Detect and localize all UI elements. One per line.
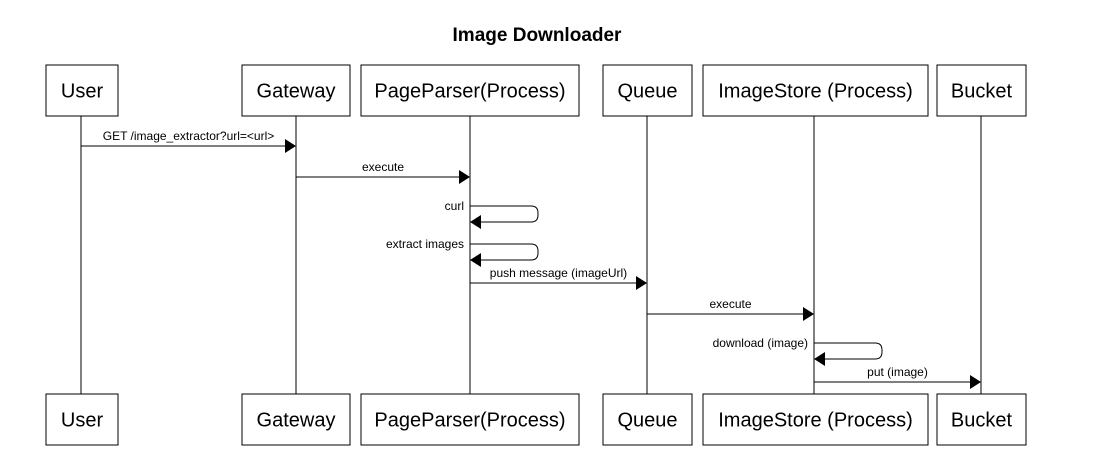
arrowhead — [970, 375, 981, 389]
participants: UserUserGatewayGatewayPageParser(Process… — [45, 64, 1027, 446]
participant-bucket-top: Bucket — [936, 64, 1027, 117]
message-line — [814, 342, 883, 360]
message-label: download (image) — [713, 336, 808, 350]
participant-label: ImageStore (Process) — [718, 410, 913, 432]
participant-pageparser-bottom: PageParser(Process) — [360, 393, 580, 446]
message-label: put (image) — [867, 365, 928, 379]
message-5: push message (imageUrl) — [470, 266, 647, 290]
participant-box — [602, 64, 693, 117]
participant-box — [702, 64, 929, 117]
message-3: curl — [445, 199, 539, 229]
participant-label: Gateway — [257, 410, 336, 432]
participant-box — [241, 393, 351, 446]
participant-bucket-bottom: Bucket — [936, 393, 1027, 446]
participant-label: Queue — [617, 81, 677, 103]
participant-imagestore-top: ImageStore (Process) — [702, 64, 929, 117]
participant-label: User — [61, 410, 104, 432]
participant-box — [45, 393, 119, 446]
message-line — [470, 243, 539, 261]
participant-gateway-top: Gateway — [241, 64, 351, 117]
message-label: execute — [362, 160, 404, 174]
participant-box — [360, 64, 580, 117]
participant-label: PageParser(Process) — [374, 410, 565, 432]
message-1: GET /image_extractor?url=<url> — [81, 129, 296, 153]
participant-label: PageParser(Process) — [374, 81, 565, 103]
diagram-title: Image Downloader — [453, 25, 623, 46]
arrowhead — [636, 276, 647, 290]
arrowhead — [459, 170, 470, 184]
participant-imagestore-bottom: ImageStore (Process) — [702, 393, 929, 446]
arrowhead — [470, 253, 481, 267]
arrowhead — [814, 352, 825, 366]
participant-label: Gateway — [257, 81, 336, 103]
participant-queue-bottom: Queue — [602, 393, 693, 446]
participant-label: User — [61, 81, 104, 103]
participant-label: Queue — [617, 410, 677, 432]
message-2: execute — [296, 160, 470, 184]
message-label: execute — [709, 297, 751, 311]
message-7: download (image) — [713, 336, 883, 366]
message-8: put (image) — [814, 365, 981, 389]
message-label: GET /image_extractor?url=<url> — [103, 129, 275, 143]
participant-box — [45, 64, 119, 117]
participant-queue-top: Queue — [602, 64, 693, 117]
participant-box — [241, 64, 351, 117]
message-4: extract images — [386, 237, 539, 267]
participant-gateway-bottom: Gateway — [241, 393, 351, 446]
message-line — [470, 205, 539, 223]
arrowhead — [470, 215, 481, 229]
participant-user-bottom: User — [45, 393, 119, 446]
message-label: extract images — [386, 237, 464, 251]
participant-user-top: User — [45, 64, 119, 117]
message-label: curl — [445, 199, 464, 213]
participant-pageparser-top: PageParser(Process) — [360, 64, 580, 117]
participant-label: Bucket — [951, 410, 1013, 432]
participant-box — [936, 64, 1027, 117]
participant-label: Bucket — [951, 81, 1013, 103]
messages: GET /image_extractor?url=<url>execute cur… — [81, 129, 981, 389]
participant-box — [936, 393, 1027, 446]
participant-box — [360, 393, 580, 446]
arrowhead — [803, 307, 814, 321]
message-6: execute — [647, 297, 814, 321]
participant-box — [602, 393, 693, 446]
participant-box — [702, 393, 929, 446]
arrowhead — [285, 139, 296, 153]
lifelines — [80, 116, 982, 394]
message-label: push message (imageUrl) — [490, 266, 627, 280]
participant-label: ImageStore (Process) — [718, 81, 913, 103]
